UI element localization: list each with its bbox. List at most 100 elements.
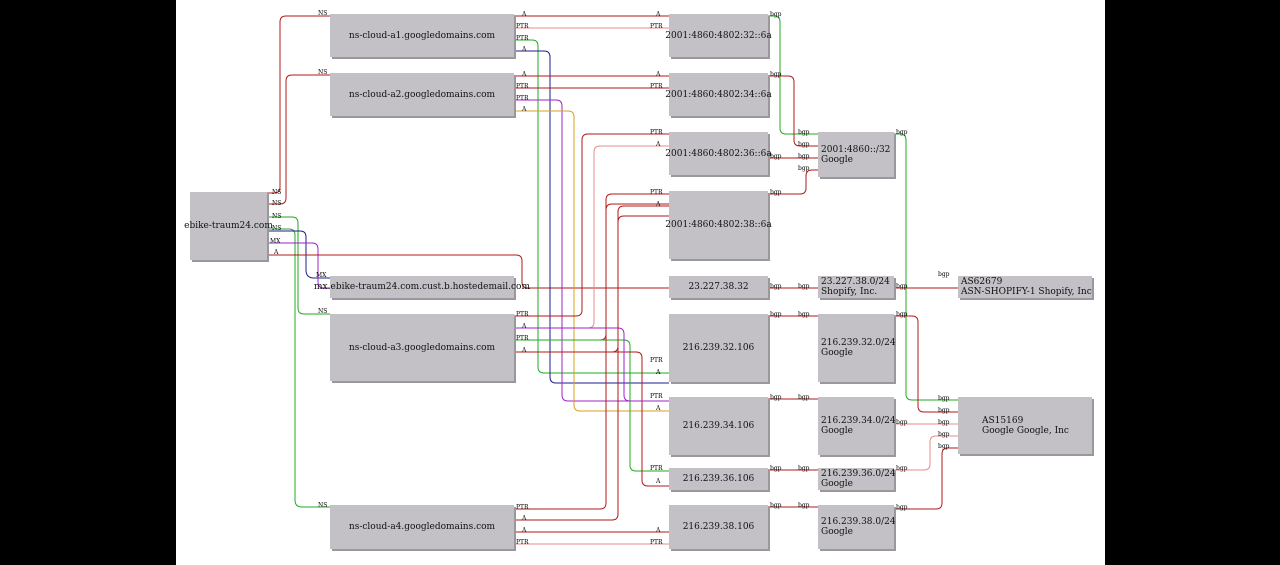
label-ptr: PTR (650, 189, 663, 196)
dns-graph-canvas: ebike-traum24.com ns-cloud-a1.googledoma… (176, 0, 1105, 565)
node-ns-cloud-a1[interactable]: ns-cloud-a1.googledomains.com (330, 14, 514, 57)
org-label: Google (821, 154, 853, 165)
label-ns: NS (272, 200, 282, 207)
label-bgp: bgp (896, 419, 908, 426)
label-bgp: bgp (798, 165, 810, 172)
node-ip-2001-4860-4802-38-6a[interactable]: 2001:4860:4802:38::6a (665, 191, 772, 259)
label-ptr: PTR (650, 83, 663, 90)
label-a: A (522, 527, 527, 534)
label-ptr: PTR (516, 95, 529, 102)
label-bgp: bgp (938, 395, 950, 402)
node-ip-2001-4860-4802-36-6a[interactable]: 2001:4860:4802:36::6a (665, 132, 772, 175)
label-bgp: bgp (896, 129, 908, 136)
label-bgp: bgp (938, 419, 950, 426)
label-ptr: PTR (516, 83, 529, 90)
label-bgp: bgp (798, 465, 810, 472)
label-a: A (656, 71, 661, 78)
label-ptr: PTR (516, 35, 529, 42)
label-ns: NS (272, 189, 282, 196)
label-a: A (656, 141, 661, 148)
node-label: ns-cloud-a2.googledomains.com (348, 89, 496, 100)
label-bgp: bgp (770, 153, 782, 160)
label-ptr: PTR (650, 465, 663, 472)
asn-label: AS62679 (961, 277, 1003, 287)
edge-a3-green-36 (514, 339, 669, 472)
edge-ns-a4 (267, 228, 330, 508)
node-label: ns-cloud-a4.googledomains.com (348, 522, 496, 532)
edge-a3-purple-34 (514, 327, 669, 402)
label-ptr: PTR (650, 539, 663, 546)
node-mx-hostedemail[interactable]: mx.ebike-traum24.com.cust.b.hostedemail.… (314, 276, 530, 298)
label-bgp: bgp (798, 502, 810, 509)
label-ptr: PTR (650, 393, 663, 400)
label-bgp: bgp (938, 271, 950, 278)
label-bgp: bgp (770, 311, 782, 318)
label-bgp: bgp (896, 283, 908, 290)
label-a: A (522, 71, 527, 78)
edge-a3-a-36 (514, 145, 669, 329)
label-bgp: bgp (770, 189, 782, 196)
edge-a4-a-38b (514, 215, 669, 521)
node-label: 2001:4860:4802:38::6a (665, 220, 772, 230)
prefix-label: 23.227.38.0/24 (821, 277, 890, 287)
org-label: Google (821, 348, 853, 358)
node-ebike-traum24[interactable]: ebike-traum24.com (184, 192, 273, 260)
edge-ns-a1 (267, 15, 330, 194)
node-label: 2001:4860:4802:32::6a (665, 30, 772, 41)
node-ip-216-239-32-106[interactable]: 216.239.32.106 (669, 314, 768, 382)
edge-as-36 (894, 435, 958, 471)
node-label: ns-cloud-a1.googledomains.com (348, 30, 496, 41)
label-mx: MX (316, 272, 327, 279)
node-ns-cloud-a2[interactable]: ns-cloud-a2.googledomains.com (330, 73, 514, 116)
label-a: A (656, 11, 661, 18)
edge-a3-v6-36 (514, 133, 669, 317)
label-bgp: bgp (798, 153, 810, 160)
org-label: Google (821, 479, 853, 489)
label-ptr: PTR (516, 539, 529, 546)
org-label: Google (821, 426, 853, 436)
label-bgp: bgp (938, 443, 950, 450)
label-ptr: PTR (516, 504, 529, 511)
label-ns: NS (272, 225, 282, 232)
node-ip-216-239-34-106[interactable]: 216.239.34.106 (669, 397, 768, 455)
label-a: A (522, 106, 527, 113)
node-ip-216-239-38-106[interactable]: 216.239.38.106 (669, 505, 768, 549)
edge-a4-v6-38 (514, 203, 669, 510)
label-bgp: bgp (770, 502, 782, 509)
node-label: 2001:4860:4802:34::6a (665, 89, 772, 100)
node-label: 216.239.34.106 (682, 421, 755, 431)
label-ns: NS (318, 69, 328, 76)
node-ip-2001-4860-4802-34-6a[interactable]: 2001:4860:4802:34::6a (665, 73, 772, 116)
label-ns: NS (318, 10, 328, 17)
label-ptr: PTR (516, 311, 529, 318)
edge-a2-purple (514, 99, 669, 402)
node-label: 216.239.32.106 (682, 343, 755, 353)
node-ip-216-239-36-106[interactable]: 216.239.36.106 (669, 468, 768, 490)
edge-a-23 (267, 254, 669, 289)
label-bgp: bgp (896, 465, 908, 472)
node-ip-23-227-38-32[interactable]: 23.227.38.32 (669, 276, 768, 298)
label-bgp: bgp (770, 11, 782, 18)
prefix-label: 2001:4860::/32 (821, 144, 891, 155)
node-ns-cloud-a4[interactable]: ns-cloud-a4.googledomains.com (330, 505, 514, 549)
label-bgp: bgp (896, 311, 908, 318)
edge-as-38 (894, 447, 958, 510)
org-label: Shopify, Inc. (821, 287, 878, 297)
edge-a2-orange (514, 110, 669, 412)
label-ptr: PTR (650, 23, 663, 30)
label-bgp: bgp (938, 431, 950, 438)
edge-as-32 (894, 315, 958, 413)
label-bgp: bgp (770, 394, 782, 401)
label-ptr: PTR (516, 335, 529, 342)
node-ip-2001-4860-4802-32-6a[interactable]: 2001:4860:4802:32::6a (665, 14, 772, 57)
node-ns-cloud-a3[interactable]: ns-cloud-a3.googledomains.com (330, 314, 514, 381)
label-ns: NS (272, 213, 282, 220)
